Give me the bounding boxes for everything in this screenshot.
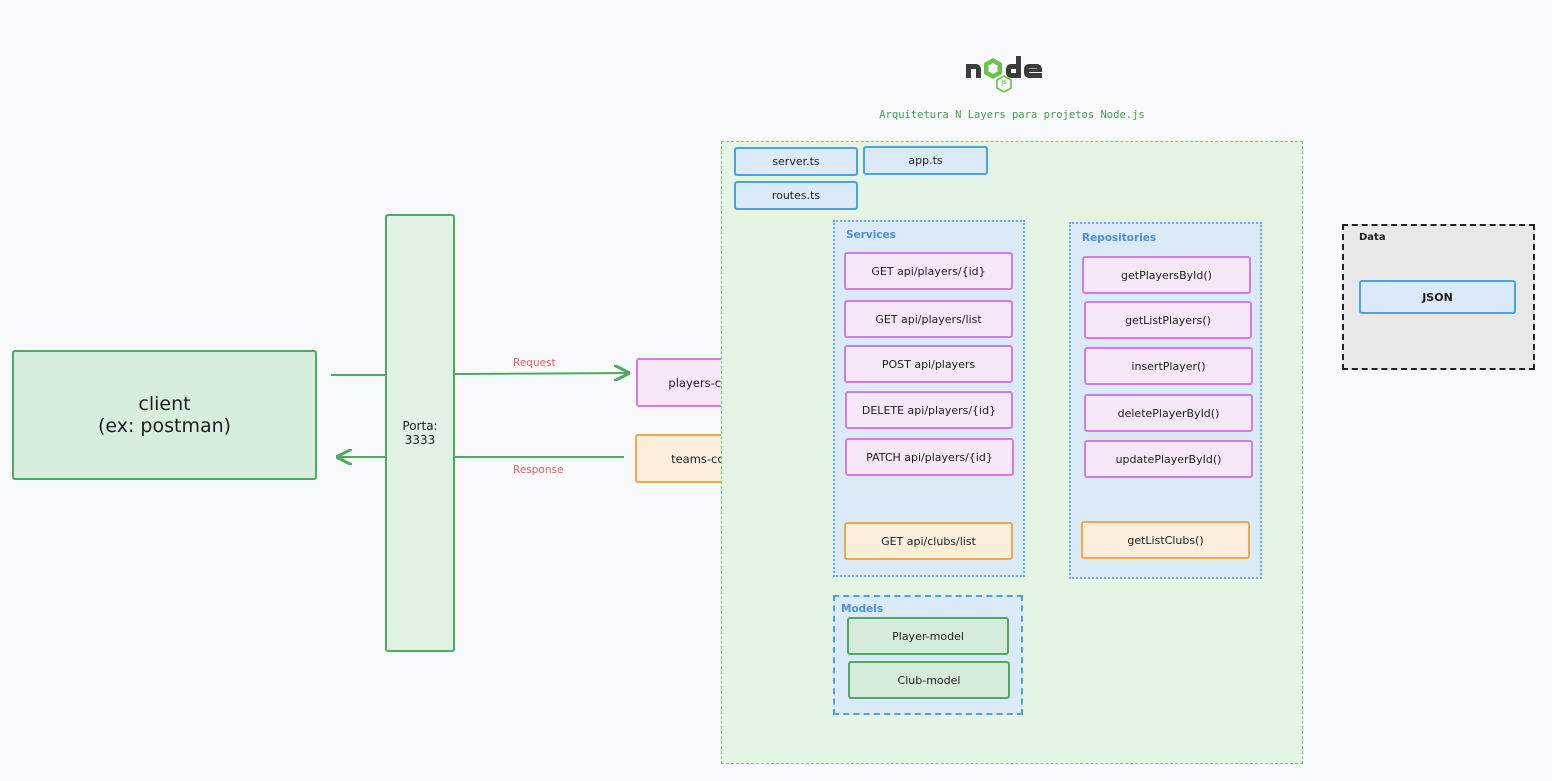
repo-get-players-by-id[interactable]: getPlayersById() bbox=[1082, 256, 1251, 294]
request-arrow bbox=[454, 373, 628, 374]
port-box[interactable]: Porta: 3333 bbox=[385, 214, 455, 652]
club-model[interactable]: Club-model bbox=[848, 661, 1010, 699]
models-label: Models bbox=[841, 603, 884, 615]
service-list-players[interactable]: GET api/players/list bbox=[844, 300, 1013, 338]
repo-delete-player-by-id[interactable]: deletePlayerById() bbox=[1084, 394, 1253, 432]
port-label: Porta: bbox=[402, 419, 438, 433]
repo-get-list-players[interactable]: getListPlayers() bbox=[1084, 301, 1252, 339]
app-file[interactable]: app.ts bbox=[863, 146, 988, 175]
repo-insert-player[interactable]: insertPlayer() bbox=[1084, 347, 1253, 385]
client-title: client bbox=[138, 393, 191, 415]
service-update-player[interactable]: PATCH api/players/{id} bbox=[845, 438, 1014, 476]
service-list-clubs[interactable]: GET api/clubs/list bbox=[844, 522, 1013, 560]
response-label: Response bbox=[513, 464, 564, 476]
json-store[interactable]: JSON bbox=[1359, 280, 1516, 314]
request-label: Request bbox=[513, 357, 556, 369]
service-get-player[interactable]: GET api/players/{id} bbox=[844, 252, 1013, 290]
client-subtitle: (ex: postman) bbox=[97, 415, 232, 437]
client-box[interactable]: client (ex: postman) bbox=[12, 350, 317, 480]
repositories-label: Repositories bbox=[1082, 232, 1157, 244]
repo-update-player-by-id[interactable]: updatePlayerById() bbox=[1084, 440, 1253, 478]
port-number: 3333 bbox=[404, 433, 436, 447]
nodejs-badge-text: js bbox=[1001, 78, 1007, 86]
repo-get-list-clubs[interactable]: getListClubs() bbox=[1081, 521, 1250, 559]
data-store-label: Data bbox=[1359, 232, 1386, 243]
service-delete-player[interactable]: DELETE api/players/{id} bbox=[845, 391, 1013, 429]
server-file[interactable]: server.ts bbox=[734, 147, 858, 176]
player-model[interactable]: Player-model bbox=[847, 617, 1009, 655]
routes-file[interactable]: routes.ts bbox=[734, 181, 858, 210]
diagram-subtitle: Arquitetura N Layers para projetos Node.… bbox=[879, 109, 1145, 121]
nodejs-logo: js bbox=[962, 48, 1052, 96]
service-create-player[interactable]: POST api/players bbox=[844, 345, 1013, 383]
nodejs-logo-icon bbox=[966, 56, 1042, 93]
services-label: Services bbox=[846, 229, 896, 241]
